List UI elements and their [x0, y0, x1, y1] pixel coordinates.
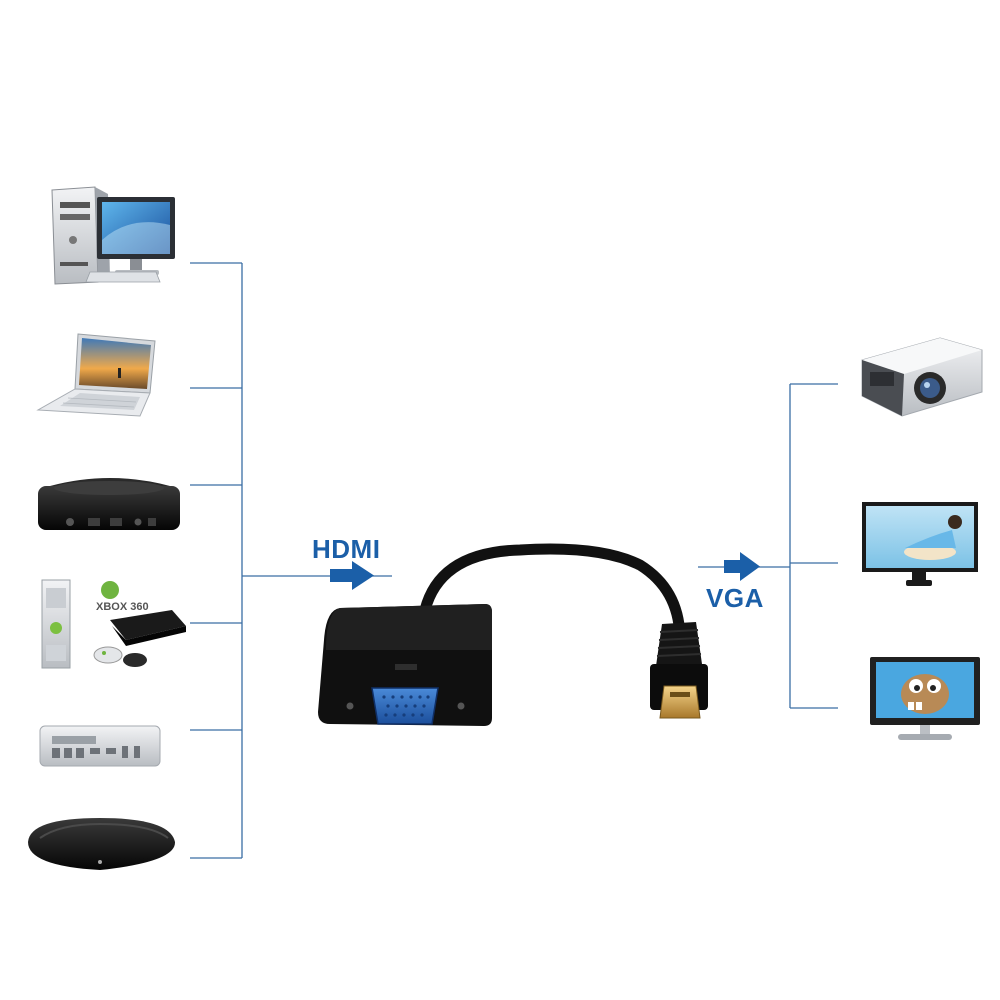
hdtv-icon [870, 657, 980, 740]
apple-tv-box-icon [38, 478, 180, 530]
vga-arrow-icon [724, 552, 760, 581]
output-connector-lines [698, 383, 838, 709]
input-connector-lines [190, 262, 392, 859]
desktop-computer-icon [51, 186, 175, 285]
hdmi-vga-adapter-icon [318, 543, 708, 726]
laptop-icon [36, 333, 156, 417]
projector-icon [861, 337, 983, 417]
monitor-icon [862, 502, 978, 586]
vga-label: VGA [706, 583, 764, 613]
mac-mini-icon [39, 725, 161, 767]
hdmi-label: HDMI [312, 534, 381, 564]
media-player-icon [28, 818, 176, 870]
svg-text:XBOX 360: XBOX 360 [96, 601, 149, 613]
hdmi-plug-icon [659, 685, 701, 719]
hdmi-arrow-icon [330, 561, 374, 590]
game-console-icon: XBOX 360 [41, 579, 186, 669]
xbox-logo-icon [101, 581, 119, 599]
